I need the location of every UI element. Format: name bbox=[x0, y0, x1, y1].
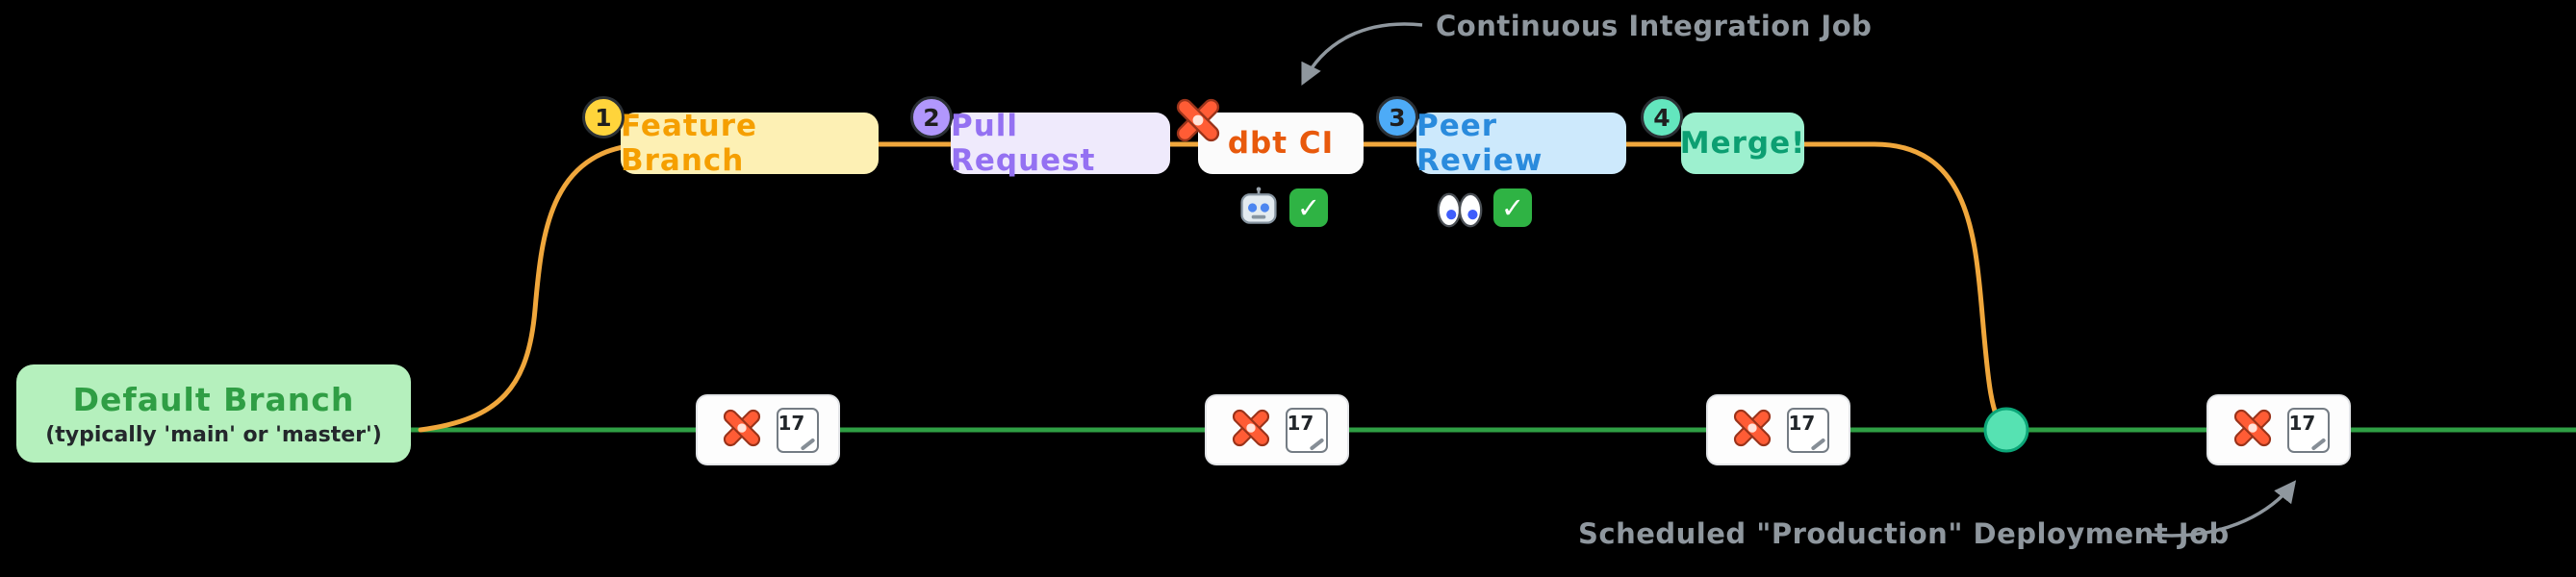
robot-icon bbox=[1237, 187, 1280, 233]
dbt-logo-icon bbox=[1728, 404, 1776, 456]
merge-commit-dot bbox=[1983, 407, 2029, 453]
step-number-badge-1: 1 bbox=[582, 96, 625, 138]
default-branch-node: Default Branch (typically 'main' or 'mas… bbox=[16, 364, 411, 463]
calendar-date: 17 bbox=[2288, 411, 2316, 435]
scheduled-job-marker: 17 bbox=[1706, 394, 1850, 465]
step-number-badge-3: 3 bbox=[1376, 96, 1418, 138]
calendar-date: 17 bbox=[1287, 411, 1314, 435]
step-label-feature-branch: Feature Branch bbox=[621, 109, 758, 178]
step-label-peer-review: Peer Review bbox=[1416, 109, 1543, 178]
scheduled-job-marker: 17 bbox=[1205, 394, 1349, 465]
step-number-badge-4: 4 bbox=[1641, 96, 1683, 138]
calendar-icon: 17 bbox=[776, 407, 819, 453]
ci-job-label: Continuous Integration Job bbox=[1436, 10, 1873, 42]
default-branch-subtitle: (typically 'main' or 'master') bbox=[45, 422, 382, 447]
step-label-merge: Merge! bbox=[1679, 126, 1806, 161]
step-number-badge-2: 2 bbox=[910, 96, 953, 138]
ci-annotation-arrow bbox=[1301, 22, 1423, 87]
dbt-logo-icon bbox=[718, 404, 766, 456]
default-branch-title: Default Branch bbox=[72, 380, 355, 418]
step-feature-branch: Feature Branch bbox=[621, 109, 879, 178]
step-label-dbt-ci: dbt CI bbox=[1227, 126, 1335, 161]
scheduled-job-marker: 17 bbox=[2206, 394, 2351, 465]
dbt-logo-icon bbox=[1227, 404, 1275, 456]
dbt-logo-icon bbox=[1170, 92, 1226, 152]
step-dbt-ci: dbt CI bbox=[1198, 113, 1364, 174]
dbt-logo-icon bbox=[2229, 404, 2277, 456]
step-pull-request: Pull Request bbox=[951, 109, 1170, 178]
check-icon: ✓ bbox=[1289, 188, 1328, 227]
calendar-icon: 17 bbox=[1285, 407, 1328, 453]
calendar-date: 17 bbox=[778, 411, 805, 435]
scheduled-job-label: Scheduled "Production" Deployment Job bbox=[1578, 517, 2230, 550]
step-merge: Merge! bbox=[1679, 113, 1806, 174]
eyes-icon bbox=[1436, 191, 1484, 233]
step-label-pull-request: Pull Request bbox=[951, 109, 1096, 178]
calendar-icon: 17 bbox=[1786, 407, 1829, 453]
feature-branch-line bbox=[418, 141, 2008, 433]
calendar-icon: 17 bbox=[2286, 407, 2330, 453]
scheduled-annotation-arrow bbox=[2151, 480, 2297, 538]
calendar-date: 17 bbox=[1788, 411, 1816, 435]
step-peer-review: Peer Review bbox=[1416, 109, 1626, 178]
check-icon: ✓ bbox=[1493, 188, 1532, 227]
scheduled-job-marker: 17 bbox=[696, 394, 840, 465]
